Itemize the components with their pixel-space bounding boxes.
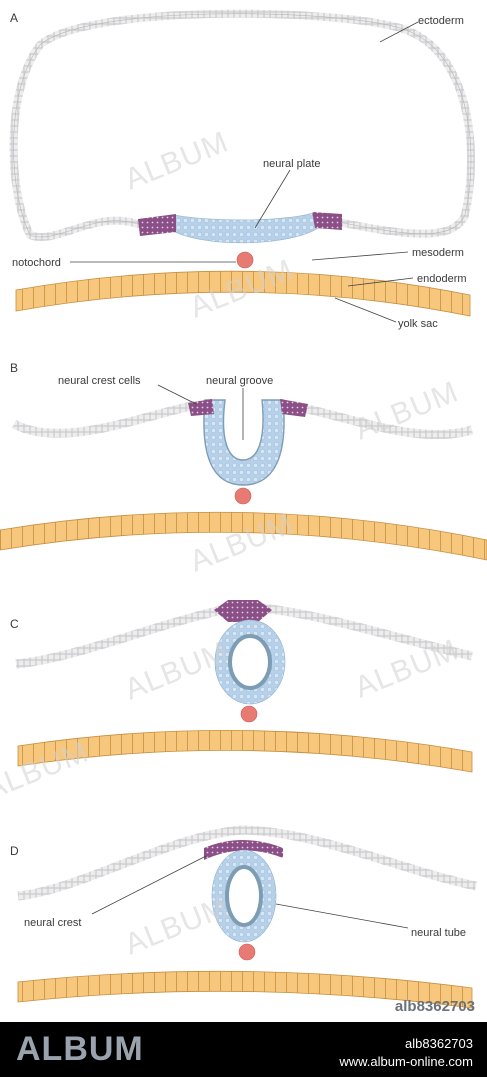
neural-crest-c <box>214 600 272 622</box>
neural-crest-a-left <box>138 214 176 236</box>
panel-letter-a: A <box>10 11 18 25</box>
neural-tube-c <box>214 619 286 705</box>
neurulation-diagram: A ectoderm neural plate notochord mesode… <box>0 9 487 1009</box>
label-mesoderm: mesoderm <box>412 247 464 259</box>
neural-tube-d <box>211 849 277 943</box>
endoderm-layer-a <box>15 270 471 317</box>
label-yolk-sac: yolk sac <box>398 318 438 330</box>
notochord-d <box>238 943 256 961</box>
panel-letter-b: B <box>10 361 18 375</box>
leader-neural-crest-cells <box>157 384 197 405</box>
footer-image-id: alb8362703 <box>405 1036 473 1051</box>
notochord-c <box>240 705 258 723</box>
panel-letter-c: C <box>10 617 19 631</box>
endoderm-layer-c <box>17 729 473 773</box>
panel-letter-d: D <box>10 844 19 858</box>
leader-endoderm <box>347 277 414 287</box>
notochord-a <box>236 251 254 269</box>
label-neural-plate: neural plate <box>263 158 321 170</box>
label-neural-groove: neural groove <box>206 375 273 387</box>
leader-neural-tube <box>275 903 409 929</box>
footer-bar: ALBUM alb8362703 www.album-online.com <box>0 1022 487 1077</box>
panel-a: A ectoderm neural plate notochord mesode… <box>9 9 476 330</box>
leader-mesoderm <box>311 251 409 261</box>
neural-plate-a <box>174 211 319 244</box>
leader-neural-plate <box>254 169 291 229</box>
label-neural-tube: neural tube <box>411 927 466 939</box>
watermark-7: ALBUM <box>120 890 233 961</box>
footer-url[interactable]: www.album-online.com <box>339 1054 473 1069</box>
label-neural-crest: neural crest <box>24 917 81 929</box>
label-endoderm: endoderm <box>417 273 467 285</box>
label-ectoderm: ectoderm <box>418 15 464 27</box>
endoderm-layer-b <box>0 511 487 561</box>
label-notochord: notochord <box>12 257 61 269</box>
watermark-5: ALBUM <box>120 635 233 706</box>
ectoderm-layer-b-left <box>11 400 197 438</box>
neural-crest-a-right <box>312 212 342 230</box>
leader-ectoderm <box>379 21 419 43</box>
panel-c: C <box>10 600 473 773</box>
leader-yolk-sac <box>334 297 397 323</box>
watermark-1: ALBUM <box>120 125 233 196</box>
neural-crest-b-right <box>280 399 308 417</box>
label-neural-crest-cells: neural crest cells <box>58 375 141 387</box>
panel-b: B neural crest cells neural groove <box>0 361 487 561</box>
album-logo: ALBUM <box>16 1030 144 1068</box>
ectoderm-layer-a <box>9 9 476 241</box>
endoderm-layer-d <box>17 970 473 1009</box>
leader-neural-crest <box>91 855 207 915</box>
panel-d: D neural crest neural tube <box>10 825 477 1009</box>
neural-groove-b <box>203 399 285 486</box>
notochord-b <box>234 487 252 505</box>
ectoderm-layer-d <box>17 825 477 901</box>
ectoderm-layer-b-right <box>289 400 474 440</box>
reference-code: alb8362703 <box>394 998 475 1015</box>
